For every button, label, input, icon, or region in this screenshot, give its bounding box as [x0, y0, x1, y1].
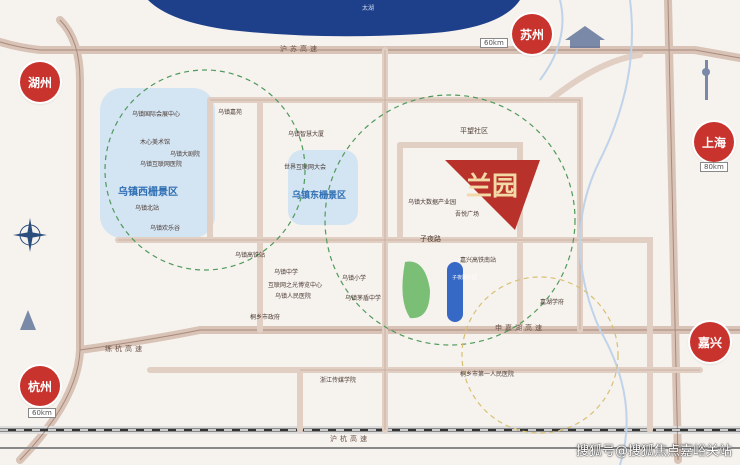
poi-label: 吾悦广场 [455, 211, 480, 218]
poi-label: 乌镇大剧院 [170, 151, 201, 158]
green-area [402, 261, 430, 319]
park-label: 子夜路公园 [452, 275, 478, 281]
poi-label: 嘉兴高铁南站 [460, 257, 497, 264]
railway [0, 428, 740, 449]
poi-label: 乌镇茅盾中学 [345, 295, 382, 302]
radius-circle-west [104, 69, 306, 271]
poi-label: 桐乡市第一人民医院 [460, 371, 515, 378]
poi-label: 浙江传媒学院 [320, 377, 357, 384]
west-scenic-area [100, 88, 215, 238]
project-shape [445, 160, 540, 230]
radius-circle-center [324, 94, 576, 346]
community-label: 平望社区 [460, 127, 488, 135]
project-label: 兰园 [466, 172, 519, 202]
poi-label: 嘉湖学府 [540, 299, 565, 306]
city-badge-huzhou: 湖州 [20, 62, 60, 102]
highway-label-bottom: 沪杭高速 [330, 435, 370, 443]
compass-icon [13, 218, 47, 252]
lake-shape [148, 0, 520, 37]
poi-label: 乌镇智慧大厦 [288, 131, 325, 138]
city-badge-shanghai: 上海 [694, 122, 734, 162]
poi-label: 乌镇高铁站 [235, 252, 266, 259]
highway-mid [76, 326, 740, 354]
landmark-silhouettes [20, 26, 710, 330]
poi-label: 世界互联网大会 [284, 164, 327, 171]
road-north [207, 97, 583, 333]
poi-label: 乌镇国际会展中心 [132, 111, 181, 118]
east-scenic-area [288, 150, 358, 225]
road-label-ziye: 子夜路 [420, 235, 441, 243]
lake-label: 太湖 [362, 5, 375, 12]
scenic-label-west: 乌镇西栅景区 [118, 187, 178, 198]
radius-circle-south [461, 276, 619, 434]
poi-label: 乌镇嘉苑 [218, 109, 243, 116]
watermark: 搜狐号@搜狐焦点嘉峪关站 [575, 444, 732, 459]
poi-label: 互联网之光博览中心 [268, 282, 323, 289]
poi-label: 乌镇互联网医院 [140, 161, 183, 168]
distance-shanghai: 80km [700, 162, 728, 172]
poi-label: 乌镇北站 [135, 205, 160, 212]
poi-label: 乌镇欢乐谷 [150, 225, 181, 232]
city-badge-suzhou: 苏州 [512, 14, 552, 54]
scenic-label-east: 乌镇东栅景区 [292, 191, 347, 201]
highway-label-lower: 练杭高速 [105, 345, 145, 353]
poi-label: 乌镇小学 [342, 275, 367, 282]
city-badge-jiaxing: 嘉兴 [690, 322, 730, 362]
city-badge-hangzhou: 杭州 [20, 366, 60, 406]
park-shape [447, 262, 463, 322]
poi-label: 乌镇大数据产业园 [408, 199, 457, 206]
highway-label-mid: 申嘉湖高速 [495, 324, 545, 332]
poi-label: 桐乡市政府 [250, 314, 281, 321]
distance-suzhou: 60km [480, 38, 508, 48]
poi-label: 乌镇中学 [274, 269, 299, 276]
poi-label: 木心美术馆 [140, 139, 171, 146]
poi-label: 乌镇人民医院 [275, 293, 312, 300]
highway-label-top: 沪苏高速 [280, 45, 320, 53]
distance-hangzhou: 60km [28, 408, 56, 418]
